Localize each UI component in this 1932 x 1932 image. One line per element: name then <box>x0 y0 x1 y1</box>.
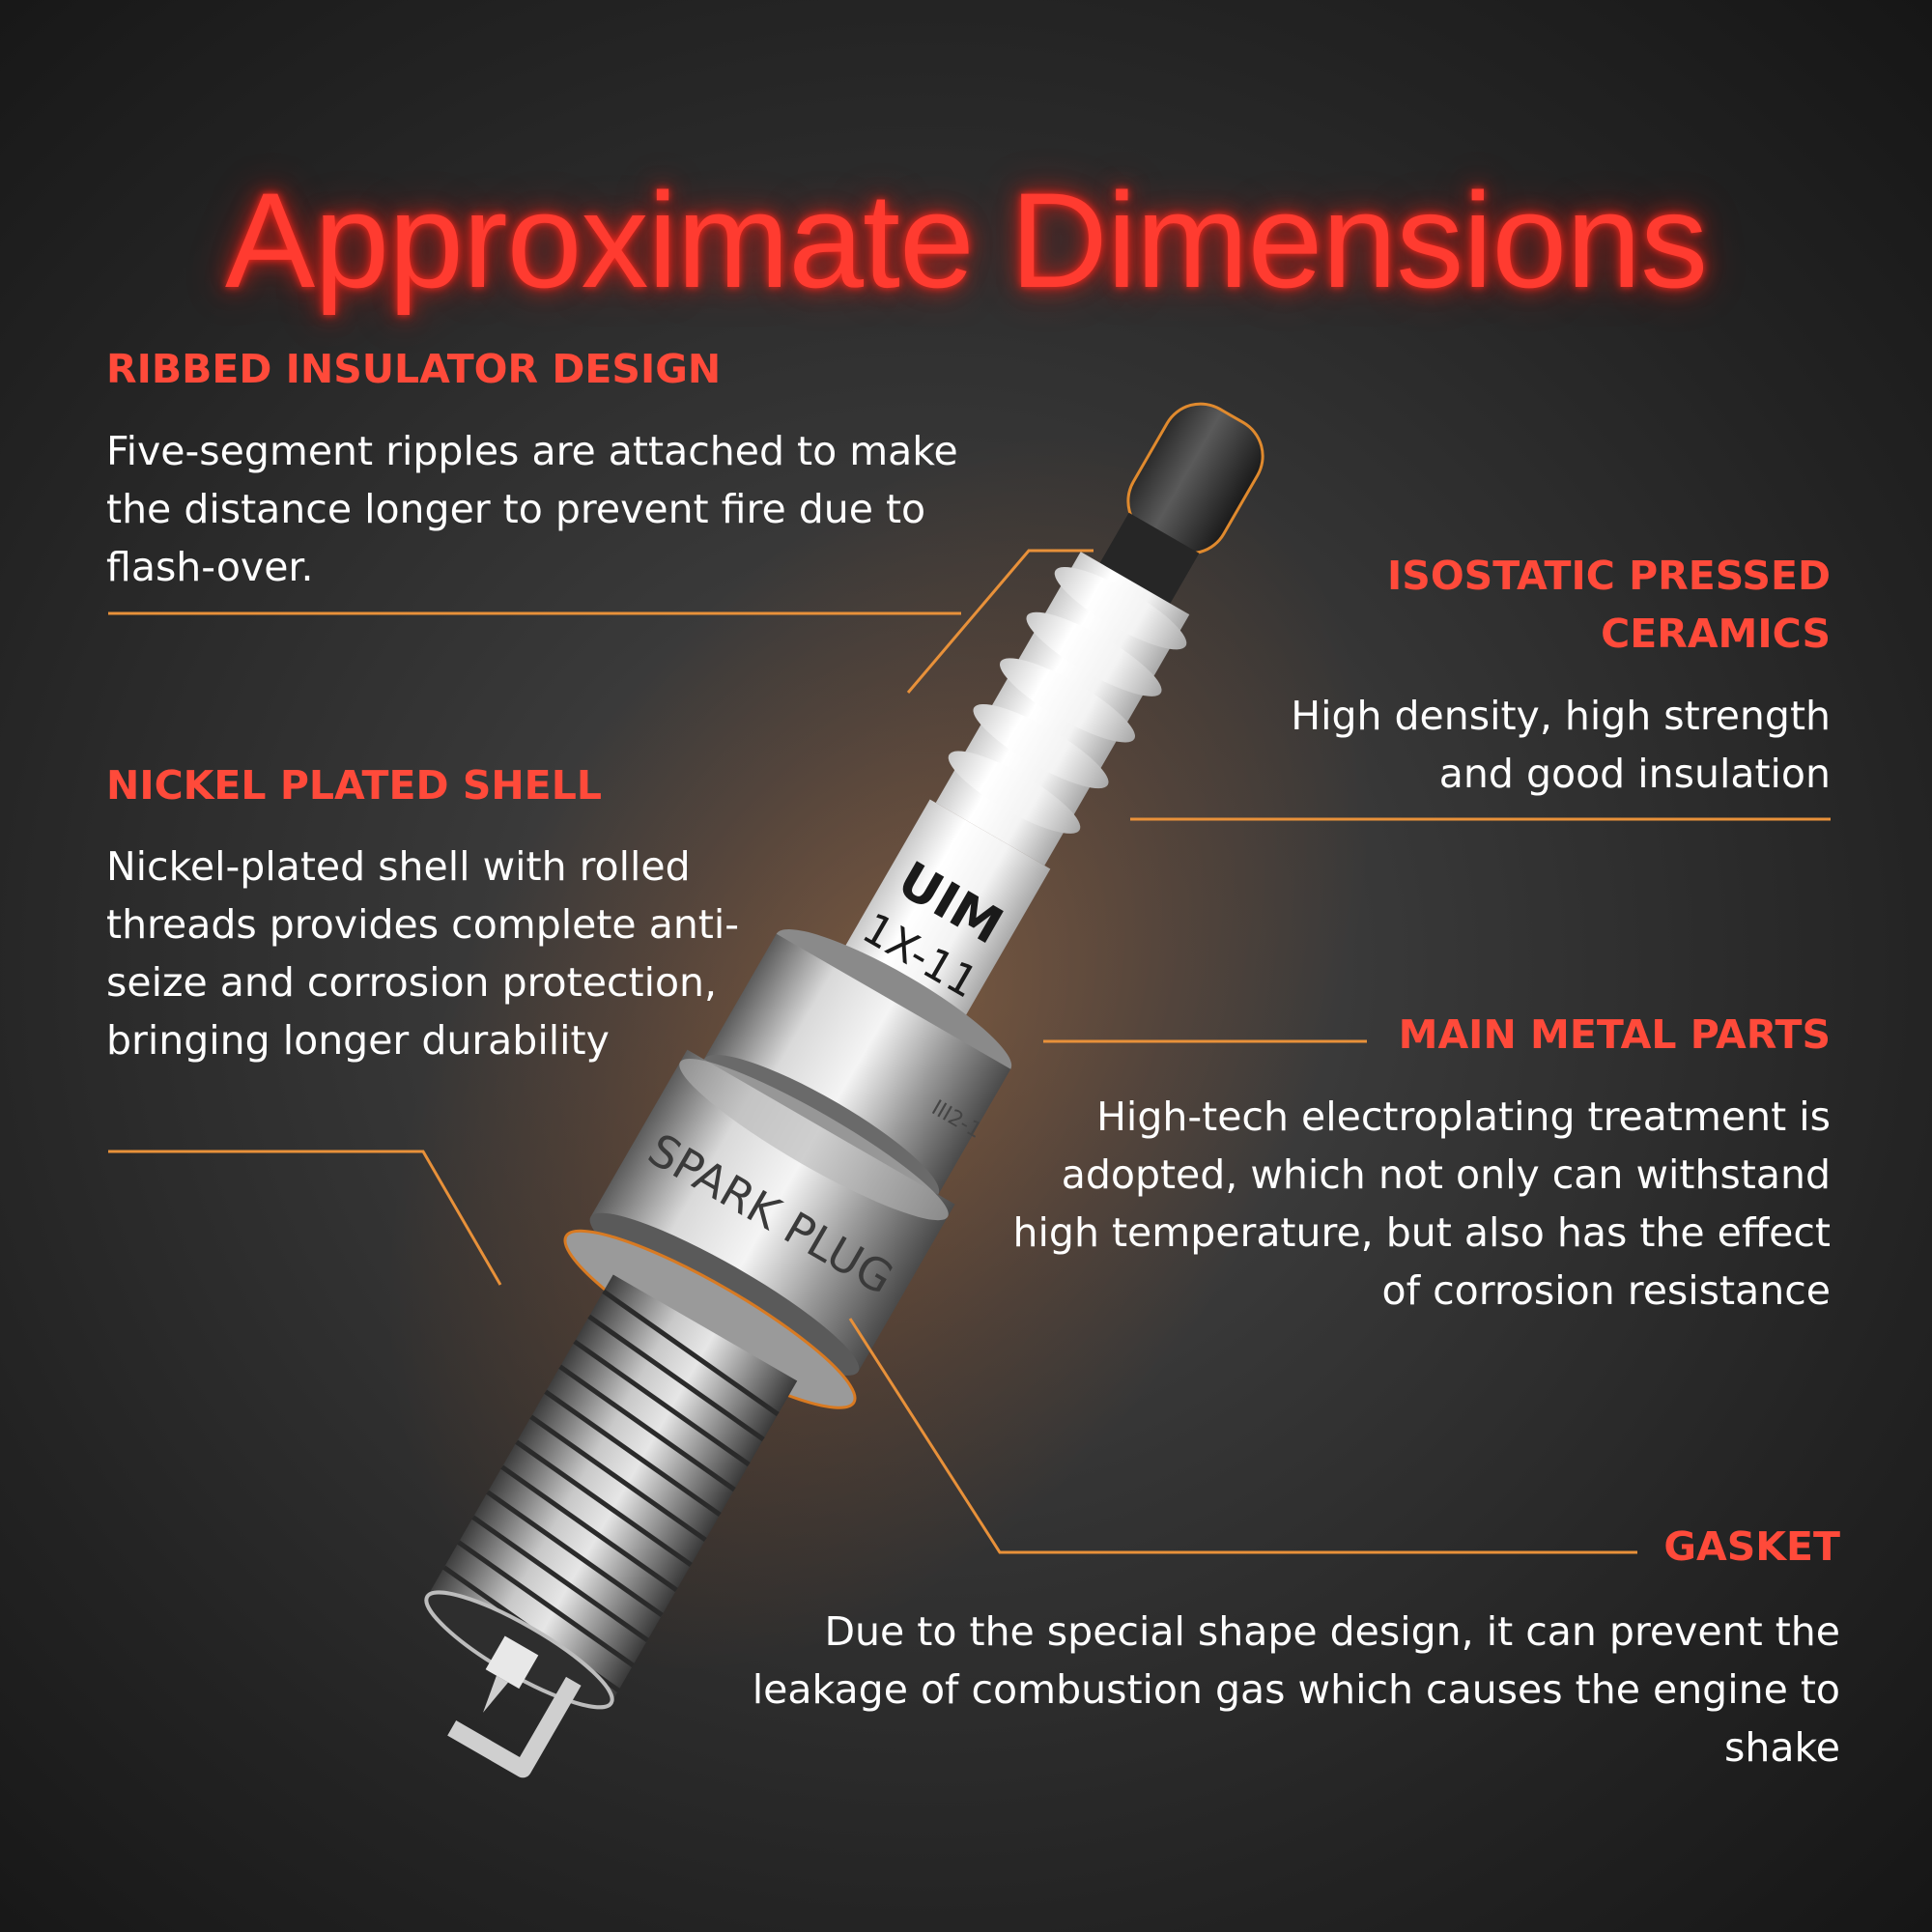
main-metal-description: High-tech electroplating treatment is ad… <box>1012 1094 1831 1314</box>
gasket-description: Due to the special shape design, it can … <box>752 1608 1840 1771</box>
main-metal-heading: MAIN METAL PARTS <box>1398 1011 1831 1058</box>
leader-gasket <box>848 1318 1637 1554</box>
gasket-heading: GASKET <box>1663 1523 1840 1570</box>
threaded-shell <box>429 1274 798 1699</box>
page-title: Approximate Dimensions <box>224 163 1708 316</box>
nickel-shell-heading: NICKEL PLATED SHELL <box>106 762 602 809</box>
isostatic-ceramics-description: High density, high strength and good ins… <box>1291 693 1831 797</box>
electrode-tip <box>424 1590 614 1778</box>
ribbed-insulator-heading: RIBBED INSULATOR DESIGN <box>106 346 722 392</box>
isostatic-ceramics-heading-line1: ISOSTATIC PRESSED <box>1387 553 1831 599</box>
ribbed-insulator: UIM 1X-11 <box>833 552 1190 1037</box>
leader-nickel-shell <box>108 1150 502 1286</box>
nickel-shell-description: Nickel-plated shell with rolled threads … <box>106 843 740 1064</box>
leader-ribbed-insulator <box>108 549 1094 694</box>
isostatic-ceramics-heading-line2: CERAMICS <box>1601 611 1831 657</box>
ribbed-insulator-description: Five-segment ripples are attached to mak… <box>106 428 958 590</box>
